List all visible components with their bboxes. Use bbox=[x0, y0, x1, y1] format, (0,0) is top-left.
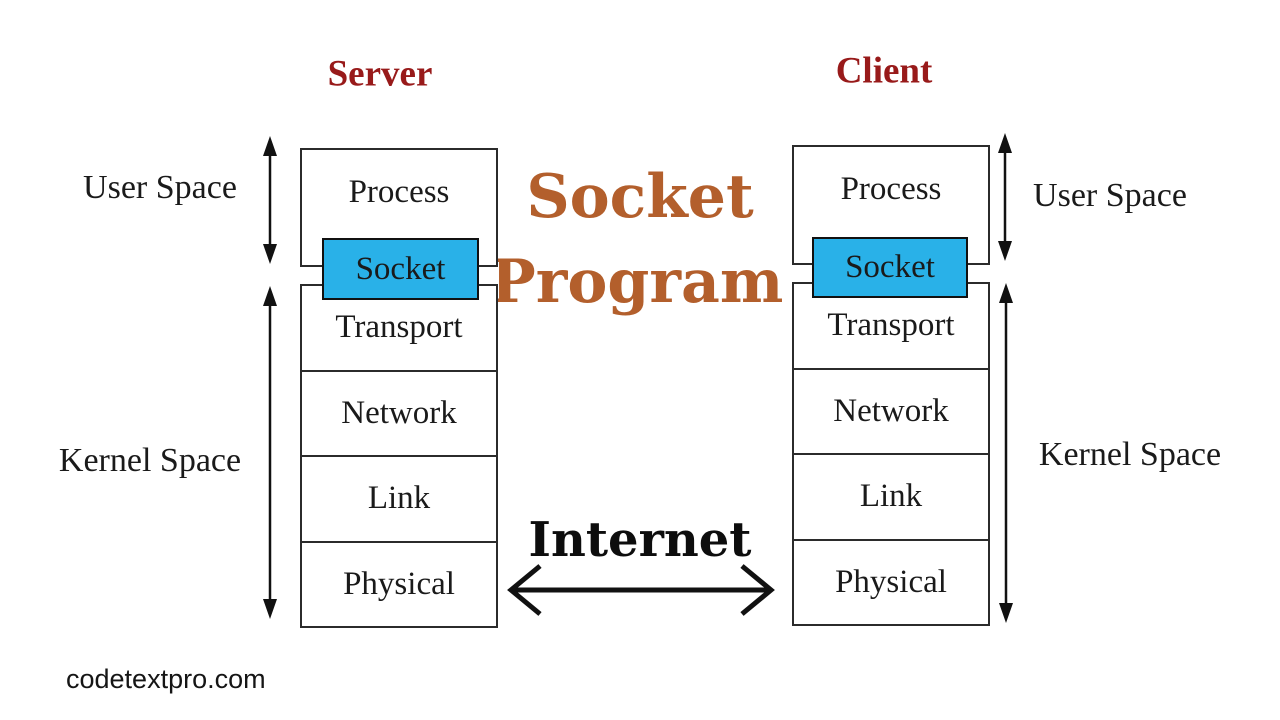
internet-label: Internet bbox=[528, 512, 752, 568]
client-user-space-arrow bbox=[998, 133, 1012, 261]
client-kernel-space-arrow bbox=[999, 283, 1013, 623]
client-socket-label: Socket bbox=[845, 249, 935, 285]
client-layer-physical: Physical bbox=[794, 538, 988, 625]
server-kernel-box: Transport Network Link Physical bbox=[300, 284, 498, 628]
main-title-line1: Socket bbox=[526, 162, 754, 232]
server-user-space-arrow bbox=[263, 136, 277, 264]
server-kernel-space-label: Kernel Space bbox=[58, 442, 242, 479]
client-socket-box: Socket bbox=[812, 237, 968, 298]
server-socket-label: Socket bbox=[355, 250, 446, 287]
client-user-space-label: User Space bbox=[1033, 177, 1187, 214]
client-title: Client bbox=[835, 50, 933, 92]
watermark-text: codetextpro.com bbox=[66, 664, 266, 694]
internet-arrow bbox=[507, 564, 775, 616]
server-process-label: Process bbox=[348, 174, 450, 210]
client-layer-link: Link bbox=[794, 453, 988, 539]
client-process-label: Process bbox=[840, 171, 942, 207]
server-layer-network: Network bbox=[302, 369, 496, 456]
server-layer-link: Link bbox=[302, 455, 496, 541]
client-layer-transport: Transport bbox=[827, 307, 955, 344]
client-layer-network: Network bbox=[794, 367, 988, 454]
server-layer-physical: Physical bbox=[302, 540, 496, 627]
server-layer-transport: Transport bbox=[335, 309, 463, 346]
client-kernel-box: Transport Network Link Physical bbox=[792, 282, 990, 626]
server-kernel-space-arrow bbox=[263, 286, 277, 619]
main-title-line2: Program bbox=[490, 247, 784, 317]
server-socket-box: Socket bbox=[322, 238, 479, 300]
client-kernel-space-label: Kernel Space bbox=[1038, 436, 1222, 473]
server-title: Server bbox=[327, 53, 433, 95]
server-user-space-label: User Space bbox=[83, 169, 237, 206]
